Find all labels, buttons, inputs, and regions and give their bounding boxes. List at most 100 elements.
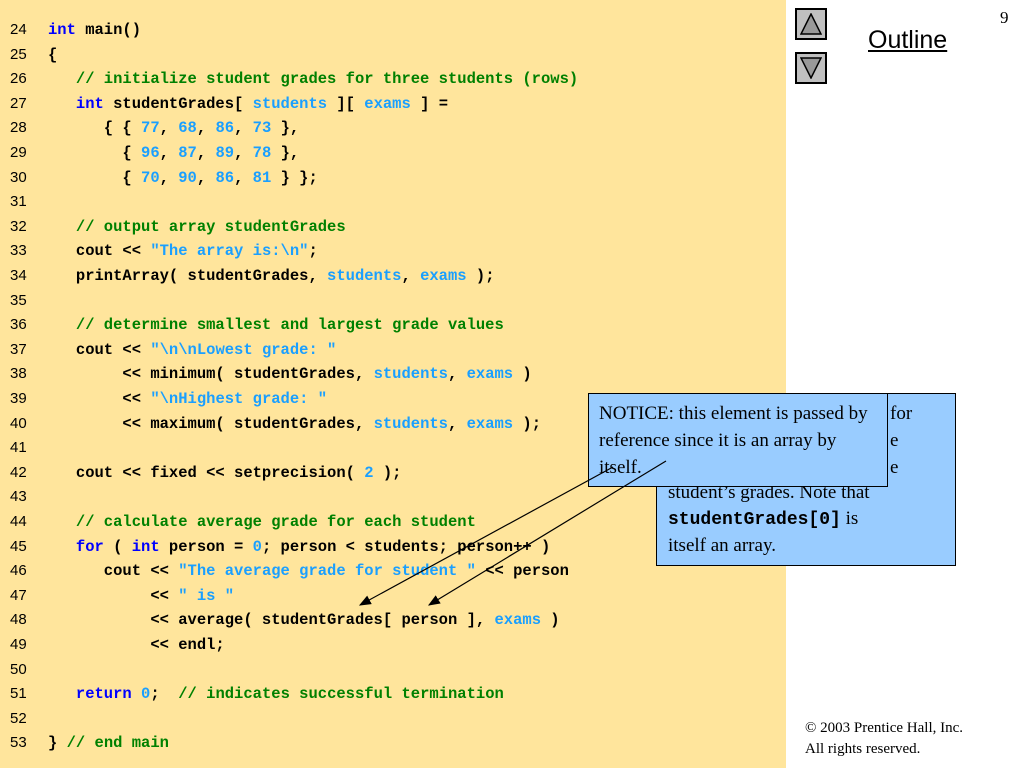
code-token: main() bbox=[75, 21, 142, 39]
code-token: students bbox=[373, 365, 448, 384]
copyright-line: © 2003 Prentice Hall, Inc. bbox=[805, 720, 964, 736]
code-token: , bbox=[196, 168, 216, 187]
code-token: for bbox=[75, 537, 104, 556]
line-number: 37 bbox=[10, 340, 27, 358]
code-token: int bbox=[131, 537, 160, 556]
callout-note-front: NOTICE: this element is passed by refere… bbox=[588, 393, 888, 487]
code-token: "The array is:\n" bbox=[150, 242, 309, 261]
arrow-line bbox=[427, 460, 667, 606]
line-number: 32 bbox=[10, 217, 27, 235]
code-token: 73 bbox=[252, 119, 272, 138]
code-token: }, bbox=[271, 144, 300, 162]
line-number: 26 bbox=[10, 70, 27, 88]
code-token: cout << bbox=[48, 340, 151, 359]
line-number: 51 bbox=[10, 685, 27, 703]
copyright-line: All rights reserved. bbox=[805, 741, 921, 757]
line-number: 36 bbox=[10, 316, 27, 334]
code-token: { bbox=[48, 144, 142, 162]
line-number: 25 bbox=[10, 45, 27, 63]
code-text: << average( studentGrades[ person ], exa… bbox=[48, 608, 560, 632]
code-text: int studentGrades[ students ][ exams ] = bbox=[48, 92, 448, 116]
code-token: ); bbox=[513, 414, 542, 433]
code-token: studentGrades[ bbox=[103, 94, 253, 113]
code-token: 0 bbox=[252, 537, 262, 556]
next-slide-button[interactable] bbox=[795, 52, 827, 84]
code-text: // initialize student grades for three s… bbox=[48, 67, 578, 91]
code-token: << person bbox=[475, 562, 569, 581]
code-token: 86 bbox=[215, 119, 235, 138]
code-token: 90 bbox=[178, 168, 197, 187]
line-number: 30 bbox=[10, 168, 27, 186]
code-token: << bbox=[48, 390, 151, 408]
code-text: { { 77, 68, 86, 73 }, bbox=[48, 116, 299, 140]
outline-sidebar bbox=[786, 0, 1024, 768]
code-token: } }; bbox=[271, 168, 318, 187]
code-text: int main() bbox=[48, 18, 141, 42]
code-text: << " is " bbox=[48, 584, 234, 608]
code-text: cout << "\n\nLowest grade: " bbox=[48, 338, 336, 362]
line-number: 45 bbox=[10, 537, 27, 555]
code-token: 96 bbox=[141, 144, 160, 162]
note-code: studentGrades[0] bbox=[668, 510, 841, 530]
code-token: ); bbox=[466, 267, 495, 285]
line-number: 38 bbox=[10, 365, 27, 383]
code-token: int bbox=[75, 94, 104, 113]
code-token: exams bbox=[466, 414, 514, 433]
line-number: 40 bbox=[10, 414, 27, 432]
code-token: // determine smallest and largest grade … bbox=[75, 316, 504, 335]
code-text: // calculate average grade for each stud… bbox=[48, 510, 476, 534]
line-number: 24 bbox=[10, 21, 27, 38]
code-token: ] = bbox=[410, 94, 449, 113]
code-text: cout << "The array is:\n"; bbox=[48, 239, 318, 263]
code-token: << maximum( studentGrades, bbox=[48, 414, 374, 433]
note-peek-text: for e e bbox=[890, 400, 912, 481]
code-listing: 24 int main() 25 {26 // initialize student … bbox=[0, 0, 786, 768]
code-token: exams bbox=[466, 365, 514, 384]
line-number: 52 bbox=[10, 709, 27, 727]
code-text: // output array studentGrades bbox=[48, 215, 346, 239]
code-token: // calculate average grade for each stud… bbox=[75, 513, 476, 531]
code-token: ) bbox=[541, 611, 560, 630]
code-token: 81 bbox=[252, 168, 272, 187]
line-number: 49 bbox=[10, 636, 27, 653]
code-token: , bbox=[196, 144, 216, 162]
code-token: ); bbox=[373, 463, 402, 482]
code-text: cout << "The average grade for student "… bbox=[48, 559, 569, 583]
code-token: ) bbox=[513, 365, 532, 384]
code-token: students bbox=[327, 267, 402, 285]
code-text: << minimum( studentGrades, students, exa… bbox=[48, 362, 532, 386]
note-text: itself an array. bbox=[668, 535, 776, 556]
code-token: cout << bbox=[48, 242, 151, 261]
copyright: © 2003 Prentice Hall, Inc. All rights re… bbox=[805, 718, 963, 760]
line-number: 29 bbox=[10, 144, 27, 161]
outline-link[interactable]: Outline bbox=[868, 26, 948, 54]
code-token: // indicates successful termination bbox=[178, 685, 504, 704]
code-text: // determine smallest and largest grade … bbox=[48, 313, 504, 337]
previous-slide-button[interactable] bbox=[795, 8, 827, 40]
code-text: cout << fixed << setprecision( 2 ); bbox=[48, 461, 402, 485]
line-number: 42 bbox=[10, 463, 27, 481]
code-token: , bbox=[447, 414, 467, 433]
line-number: 35 bbox=[10, 291, 27, 309]
line-number: 33 bbox=[10, 242, 27, 260]
line-number: 47 bbox=[10, 586, 27, 604]
code-token: , bbox=[159, 144, 179, 162]
code-text: << maximum( studentGrades, students, exa… bbox=[48, 412, 541, 436]
code-token: }, bbox=[271, 119, 300, 138]
code-token: 68 bbox=[178, 119, 197, 138]
code-token: cout << bbox=[48, 562, 179, 581]
code-token: { bbox=[48, 45, 58, 64]
code-token: , bbox=[401, 267, 421, 285]
code-token: " is " bbox=[178, 586, 235, 605]
code-token: , bbox=[159, 168, 179, 187]
code-token: students bbox=[373, 414, 448, 433]
code-token: exams bbox=[494, 611, 541, 630]
code-token: { { bbox=[48, 119, 142, 138]
code-token: << endl; bbox=[48, 636, 225, 654]
code-token: ( bbox=[103, 537, 132, 556]
code-token: << minimum( studentGrades, bbox=[48, 365, 374, 384]
code-token: 77 bbox=[141, 119, 160, 138]
code-token: "\nHighest grade: " bbox=[150, 390, 328, 408]
line-number: 39 bbox=[10, 390, 27, 407]
line-number: 34 bbox=[10, 267, 27, 284]
